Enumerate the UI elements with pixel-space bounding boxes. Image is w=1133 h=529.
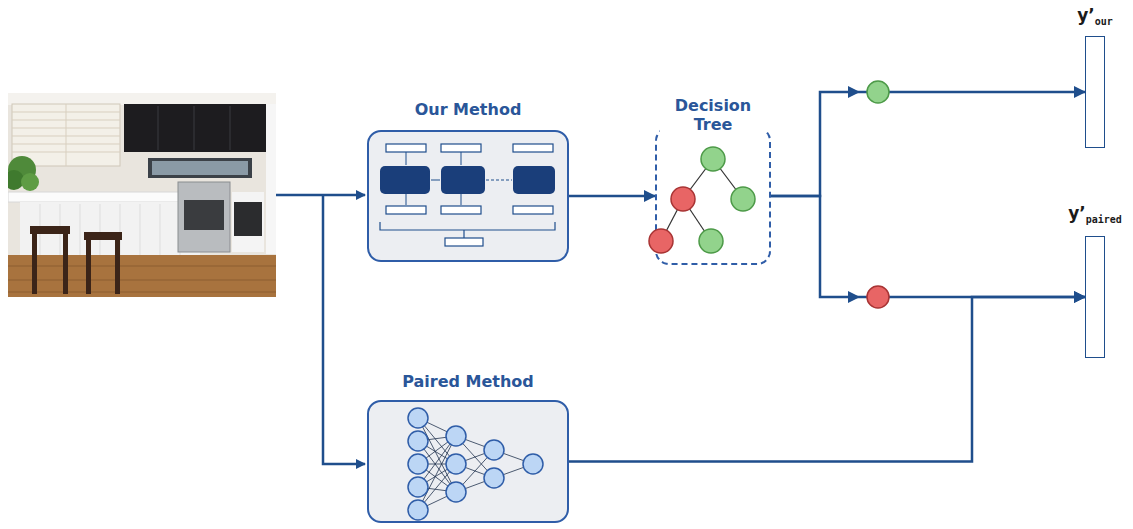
vector-symbol: y’: [1077, 5, 1095, 25]
method-box: Our Method: [367, 100, 569, 262]
green-dot: [867, 81, 889, 103]
output-vector: y’our: [1060, 6, 1130, 148]
vector-subscript: our: [1095, 16, 1113, 27]
box-heading: Our Method: [367, 100, 569, 119]
mid-arrowhead: [848, 291, 860, 303]
box-heading: Paired Method: [367, 372, 569, 391]
output-vector: y’paired: [1055, 204, 1133, 358]
box-art: [367, 130, 565, 258]
heading-wrap: Our Method: [367, 100, 569, 119]
flow-arrow: [771, 92, 1085, 196]
box-outline: [367, 400, 569, 523]
decision-tree-box: Decision Tree: [650, 96, 776, 265]
mid-arrowhead: [848, 86, 860, 98]
box-art: [367, 400, 565, 519]
flow-arrow: [569, 195, 655, 198]
box-outline: [655, 127, 771, 265]
heading-wrap: Paired Method: [367, 372, 569, 391]
vector-bar: [1085, 36, 1105, 148]
box-outline: [367, 130, 569, 262]
kitchen-photo: [4, 93, 276, 297]
heading-wrap: y’paired: [1055, 204, 1133, 229]
heading-wrap: Decision Tree: [660, 96, 766, 134]
vector-bar: [1085, 236, 1105, 358]
box-art: [657, 129, 769, 263]
vector-subscript: paired: [1086, 214, 1122, 225]
heading-wrap: y’our: [1060, 6, 1130, 31]
flow-arrow: [569, 297, 1085, 462]
tree-graphic: [649, 147, 755, 253]
input-lines: [276, 195, 365, 464]
neural-network: [408, 408, 543, 520]
red-dot: [867, 286, 889, 308]
box-heading: Decision Tree: [660, 96, 766, 134]
method-box: Paired Method: [367, 372, 569, 523]
vector-symbol: y’: [1068, 203, 1086, 223]
flow-arrow: [771, 196, 1085, 297]
method-schematic: [380, 144, 555, 246]
